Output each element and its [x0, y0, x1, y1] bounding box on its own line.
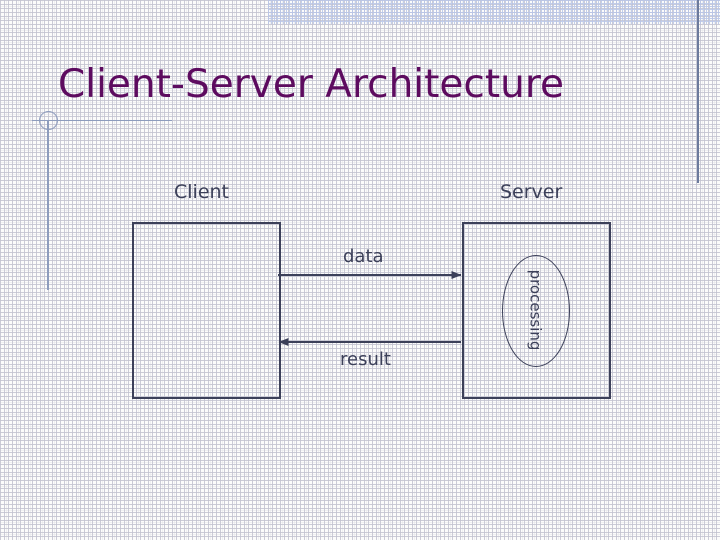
left-vertical-rule	[47, 120, 49, 290]
processing-ellipse	[502, 255, 570, 367]
server-box	[462, 222, 611, 399]
top-halftone-band	[268, 0, 720, 24]
right-vertical-rule	[697, 0, 699, 183]
client-box	[132, 222, 281, 399]
edge-label-data: data	[343, 246, 384, 267]
node-label-server: Server	[500, 181, 563, 203]
left-horizontal-rule	[32, 120, 172, 121]
page-title: Client-Server Architecture	[58, 62, 565, 107]
processing-ellipse-label-wrap: processing	[502, 255, 568, 365]
edge-label-result: result	[340, 349, 391, 370]
node-label-client: Client	[174, 181, 230, 203]
processing-ellipse-label: processing	[526, 269, 544, 351]
circle-marker-icon	[39, 111, 58, 130]
